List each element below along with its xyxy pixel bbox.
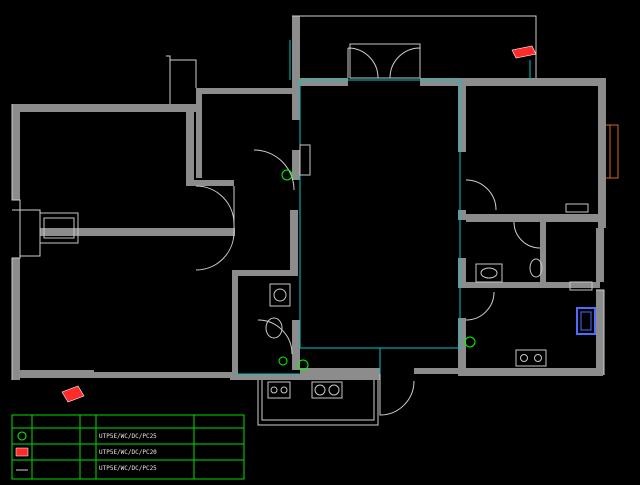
fixtures bbox=[39, 43, 593, 399]
wall-segment bbox=[196, 88, 294, 94]
socket-green-icon bbox=[278, 169, 476, 371]
socket-green-icon bbox=[464, 336, 476, 348]
stove-icon bbox=[280, 386, 288, 394]
wall-segment bbox=[596, 290, 604, 375]
wall-segment bbox=[12, 104, 20, 200]
wall-segment bbox=[292, 320, 300, 370]
sink-icon bbox=[475, 263, 503, 283]
door-swing-icon bbox=[253, 149, 295, 191]
living-room-outline bbox=[299, 79, 461, 349]
stove-icon bbox=[515, 349, 547, 367]
legend-frame bbox=[11, 414, 245, 480]
wall-segment bbox=[458, 210, 466, 220]
wall-segment bbox=[40, 228, 235, 236]
socket-red-icon bbox=[61, 385, 85, 403]
socket-green-icon bbox=[297, 359, 309, 371]
socket-green-icon bbox=[17, 431, 27, 441]
wall-segment bbox=[194, 180, 234, 186]
stove-icon bbox=[520, 354, 528, 362]
balcony-left-2 bbox=[166, 55, 171, 104]
shelf bbox=[569, 281, 593, 291]
socket-green-icon bbox=[278, 356, 288, 366]
stove-icon bbox=[270, 386, 278, 394]
socket-red-icon bbox=[511, 45, 537, 59]
thin-lines bbox=[11, 15, 619, 426]
wall-segment bbox=[458, 368, 603, 376]
balcony-left bbox=[170, 59, 197, 88]
panel bbox=[299, 144, 311, 176]
left-bay bbox=[12, 209, 41, 257]
wall-segment bbox=[14, 370, 94, 378]
sink-icon bbox=[273, 288, 287, 302]
cyan-outlines bbox=[236, 40, 531, 375]
wall-segment bbox=[196, 88, 202, 178]
wall-segment bbox=[232, 270, 238, 380]
door-swing-icon bbox=[347, 47, 379, 79]
toilet-icon bbox=[529, 258, 543, 278]
walls bbox=[12, 16, 606, 380]
appliance-icon bbox=[580, 311, 592, 331]
sink-icon bbox=[311, 381, 343, 399]
stove-icon bbox=[534, 354, 542, 362]
kitchen-balcony bbox=[257, 380, 379, 426]
door-swing-icon bbox=[195, 185, 235, 225]
sink-icon bbox=[269, 283, 291, 307]
legend-grid bbox=[11, 414, 245, 480]
socket-red-icon bbox=[15, 447, 29, 457]
bed-icon bbox=[43, 217, 75, 239]
wall-segment bbox=[12, 258, 20, 380]
wall-segment bbox=[466, 282, 600, 288]
wall-segment bbox=[232, 270, 292, 276]
wall-segment bbox=[290, 210, 298, 276]
outline-left bbox=[11, 104, 21, 380]
sink-icon bbox=[314, 384, 326, 396]
wall-segment bbox=[94, 372, 234, 378]
wall-segment bbox=[466, 214, 606, 222]
wall-segment bbox=[458, 86, 466, 152]
wall-segment bbox=[12, 104, 196, 112]
shelf bbox=[565, 203, 589, 213]
wall-segment bbox=[420, 78, 605, 86]
door-swing-icon bbox=[513, 221, 541, 249]
wall-segment bbox=[414, 368, 462, 374]
stove-icon bbox=[267, 381, 291, 399]
wall-segment bbox=[458, 258, 466, 288]
door-swing-icon bbox=[257, 319, 293, 355]
kitchen-balcony-inner bbox=[261, 380, 375, 421]
door-swing-icon bbox=[389, 47, 421, 79]
wall-segment bbox=[458, 318, 466, 374]
legend-row-2-spec: UTP5E/WC/DC/PC20 bbox=[99, 449, 157, 456]
door-swing-icon bbox=[195, 47, 541, 416]
toilet-icon bbox=[265, 317, 283, 339]
wall-segment bbox=[186, 112, 194, 186]
outline-right-lower bbox=[596, 289, 605, 375]
wall-segment bbox=[598, 78, 606, 228]
legend-symbols bbox=[15, 431, 29, 471]
wall-segment bbox=[300, 78, 348, 86]
socket-green-icon bbox=[281, 169, 293, 181]
wall-segment bbox=[292, 150, 300, 180]
door-swing-icon bbox=[195, 231, 235, 271]
wall-segment bbox=[300, 368, 380, 374]
door-frame bbox=[349, 43, 421, 79]
appliance-icon bbox=[576, 307, 596, 335]
wall-segment bbox=[292, 16, 300, 120]
top-terrace bbox=[292, 15, 537, 78]
wall-segment bbox=[230, 374, 380, 380]
door-swing-icon bbox=[465, 291, 495, 321]
wall-segment bbox=[596, 228, 604, 282]
bed-icon bbox=[39, 212, 79, 244]
wall-segment bbox=[540, 222, 546, 286]
bay-window-right bbox=[606, 124, 619, 179]
door-swing-icon bbox=[379, 374, 415, 416]
sink-icon bbox=[328, 384, 340, 396]
door-swing-icon bbox=[465, 179, 497, 211]
legend-row-1-spec: UTP5E/WC/DC/PC25 bbox=[99, 433, 157, 440]
sink-icon bbox=[480, 267, 498, 279]
socket-red-icon bbox=[61, 45, 537, 403]
legend-row-3-spec: UTP5E/WC/DC/PC25 bbox=[99, 465, 157, 472]
cyan-line bbox=[300, 347, 381, 374]
